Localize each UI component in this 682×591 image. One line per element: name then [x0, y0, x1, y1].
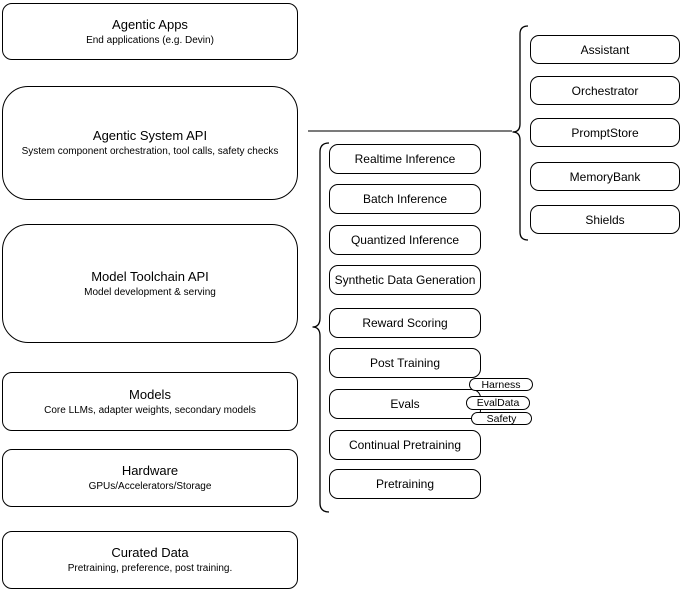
badge-evaldata: EvalData: [466, 396, 530, 410]
node-subtitle: Core LLMs, adapter weights, secondary mo…: [44, 404, 256, 416]
node-title: Models: [129, 386, 171, 402]
node-models: Models Core LLMs, adapter weights, secon…: [2, 372, 298, 431]
node-memorybank: MemoryBank: [530, 162, 680, 191]
node-title: Curated Data: [111, 545, 189, 560]
node-title: Agentic Apps: [112, 16, 188, 32]
node-orchestrator: Orchestrator: [530, 76, 680, 105]
node-subtitle: End applications (e.g. Devin): [86, 34, 214, 46]
node-title: Model Toolchain API: [91, 268, 209, 284]
node-promptstore: PromptStore: [530, 118, 680, 147]
node-curated-data: Curated Data Pretraining, preference, po…: [2, 531, 298, 589]
node-title: Hardware: [121, 463, 179, 478]
system-components-group-brace: [512, 25, 529, 241]
node-agentic-system-api: Agentic System API System component orch…: [2, 86, 298, 200]
node-realtime-inference: Realtime Inference: [329, 144, 481, 174]
node-hardware: Hardware GPUs/Accelerators/Storage: [2, 449, 298, 507]
badge-harness: Harness: [469, 378, 533, 391]
node-agentic-apps: Agentic Apps End applications (e.g. Devi…: [2, 3, 298, 60]
node-model-toolchain-api: Model Toolchain API Model development & …: [2, 224, 298, 343]
node-subtitle: System component orchestration, tool cal…: [21, 146, 279, 157]
node-post-training: Post Training: [329, 348, 481, 378]
node-evals: Evals: [329, 389, 481, 419]
node-subtitle: Pretraining, preference, post training.: [67, 563, 233, 574]
node-shields: Shields: [530, 205, 680, 234]
node-assistant: Assistant: [530, 35, 680, 64]
node-title: Agentic System API: [92, 128, 208, 143]
badge-safety: Safety: [471, 412, 532, 425]
node-reward-scoring: Reward Scoring: [329, 308, 481, 338]
node-pretraining: Pretraining: [329, 469, 481, 499]
node-synthetic-data-generation: Synthetic Data Generation: [329, 265, 481, 295]
node-subtitle: GPUs/Accelerators/Storage: [88, 481, 212, 492]
toolchain-group-brace: [312, 142, 330, 513]
node-batch-inference: Batch Inference: [329, 184, 481, 214]
node-continual-pretraining: Continual Pretraining: [329, 430, 481, 460]
node-quantized-inference: Quantized Inference: [329, 225, 481, 255]
node-subtitle: Model development & serving: [84, 286, 216, 298]
